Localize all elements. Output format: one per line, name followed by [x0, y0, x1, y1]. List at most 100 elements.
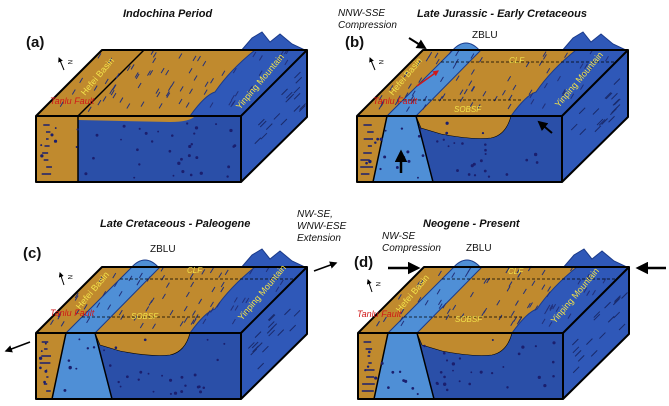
texture-dot — [53, 139, 58, 143]
texture-dash — [262, 345, 269, 353]
texture-dot — [443, 375, 446, 379]
texture-dot — [86, 347, 90, 350]
texture-dash — [280, 118, 288, 126]
texture-dot — [103, 349, 105, 352]
texture-dash — [185, 291, 190, 298]
texture-dot — [470, 164, 474, 168]
texture-dash — [613, 98, 621, 106]
texture-dot — [470, 371, 473, 374]
texture-dash — [438, 303, 443, 309]
texture-dot — [458, 380, 461, 383]
texture-dot — [404, 379, 408, 383]
texture-dot — [67, 359, 71, 362]
basin-fill-section — [94, 332, 191, 356]
texture-dash — [604, 92, 612, 99]
texture-dash — [234, 305, 239, 311]
svg-text:N: N — [377, 60, 383, 64]
texture-dash — [459, 96, 464, 102]
texture-dot — [169, 392, 172, 395]
texture-dash — [454, 58, 459, 65]
texture-dot — [40, 350, 43, 353]
stress-label-line1: NW-SE — [382, 231, 415, 242]
texture-dash — [178, 98, 183, 105]
texture-dash — [118, 309, 123, 316]
texture-dash — [531, 280, 536, 287]
texture-dot — [157, 130, 160, 133]
texture-dash — [149, 69, 154, 76]
texture-dot — [92, 156, 95, 160]
texture-dot — [517, 352, 521, 356]
texture-dash — [515, 300, 519, 306]
panel-c: Late Cretaceous - Paleogene (c) NW-SE, W… — [4, 209, 347, 400]
texture-dash — [228, 100, 233, 106]
texture-dash — [201, 269, 206, 275]
texture-dot — [402, 155, 406, 159]
texture-dash — [93, 85, 98, 91]
texture-dash — [463, 88, 468, 95]
texture-dash — [152, 323, 156, 330]
texture-dash — [411, 90, 416, 97]
texture-dash — [586, 290, 591, 296]
block-outline — [35, 49, 308, 183]
texture-dash — [469, 102, 474, 108]
texture-dash — [470, 86, 475, 92]
texture-dash — [419, 279, 424, 286]
texture-dash — [476, 104, 481, 110]
texture-dash — [543, 82, 548, 89]
texture-dash — [544, 308, 549, 315]
texture-dot — [133, 176, 136, 179]
texture-dot — [374, 141, 377, 144]
texture-dash — [293, 309, 301, 317]
texture-dot — [479, 159, 483, 163]
texture-dash — [424, 299, 429, 306]
texture-dash — [593, 313, 601, 321]
texture-dot — [491, 339, 494, 342]
texture-dash — [614, 295, 621, 302]
texture-dash — [613, 104, 621, 111]
texture-dot — [525, 158, 529, 162]
texture-dash — [528, 89, 533, 96]
texture-dash — [596, 118, 604, 126]
texture-dot — [445, 388, 449, 392]
texture-dash — [112, 272, 117, 279]
texture-dash — [508, 94, 513, 101]
texture-dash — [198, 298, 203, 305]
texture-dash — [435, 58, 440, 65]
texture-dash — [145, 306, 150, 312]
texture-dash — [210, 307, 214, 313]
texture-dash — [381, 99, 385, 105]
texture-dash — [107, 304, 112, 310]
texture-dot — [193, 132, 196, 135]
texture-dash — [400, 320, 405, 327]
texture-dash — [505, 267, 510, 274]
texture-dash — [538, 60, 543, 66]
texture-dash — [192, 310, 196, 316]
texture-dash — [608, 115, 615, 123]
texture-dot — [108, 364, 112, 367]
texture-dot — [206, 338, 209, 341]
texture-dash — [216, 301, 221, 308]
texture-dot — [395, 166, 399, 169]
texture-dash — [50, 319, 54, 326]
texture-dot — [76, 128, 79, 131]
stress-label-line1: NW-SE, — [297, 209, 333, 220]
texture-dash — [165, 69, 170, 76]
block-outline — [356, 49, 629, 183]
texture-dash — [204, 81, 209, 88]
texture-dash — [220, 286, 225, 293]
texture-dash — [621, 292, 628, 299]
texture-dash — [586, 338, 593, 346]
texture-dash — [267, 321, 275, 328]
texture-dash — [220, 281, 225, 288]
texture-dash — [202, 60, 207, 67]
texture-dash — [156, 91, 161, 98]
texture-dash — [197, 55, 201, 62]
texture-dash — [98, 276, 103, 282]
texture-dash — [278, 55, 283, 61]
texture-dot — [119, 385, 122, 388]
hefei-basin-section — [36, 116, 78, 182]
texture-dot — [199, 171, 203, 175]
texture-dot — [193, 373, 197, 377]
texture-dash — [464, 271, 469, 277]
texture-dash — [279, 279, 284, 286]
